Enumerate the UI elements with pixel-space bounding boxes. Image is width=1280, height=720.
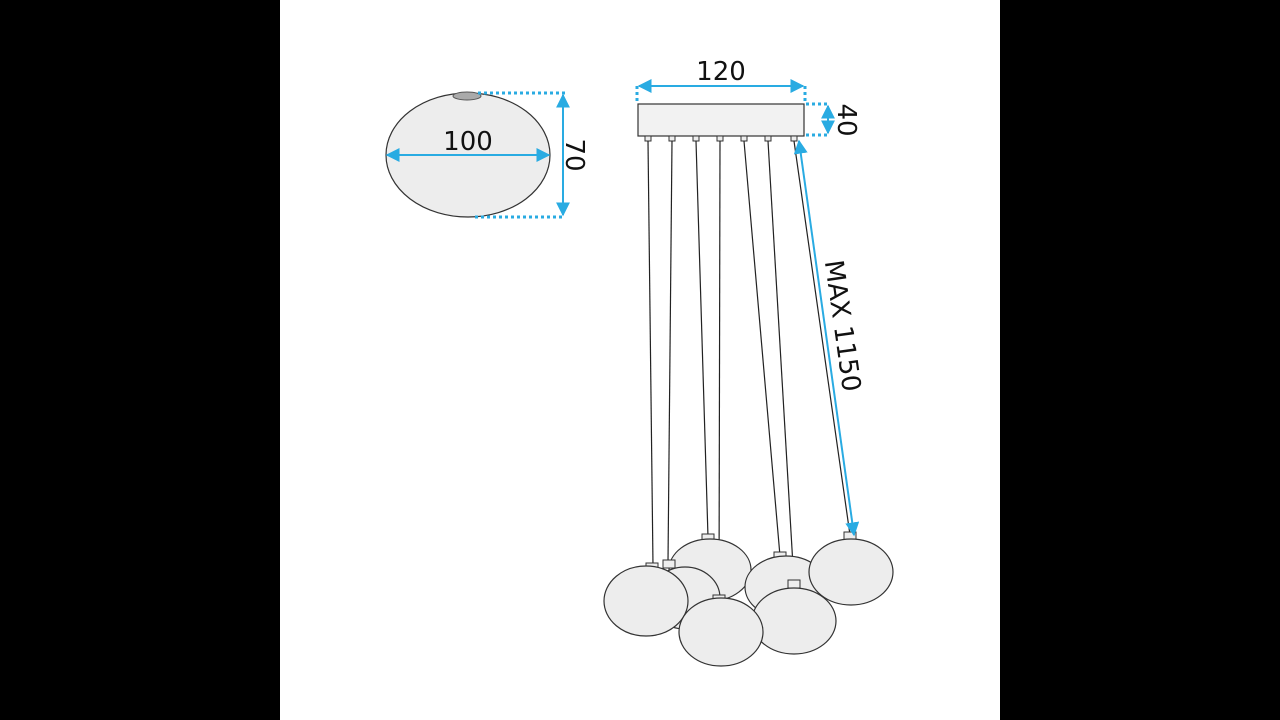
cables xyxy=(647,140,851,599)
globe-4 xyxy=(678,597,764,667)
globe-6 xyxy=(751,587,837,655)
cable-4 xyxy=(718,140,721,599)
cable-anchors xyxy=(644,135,798,142)
cable-3 xyxy=(695,140,709,538)
cable-2 xyxy=(667,140,673,563)
cable-1 xyxy=(647,140,654,567)
globes xyxy=(603,531,894,667)
globe-detail: 100 70 xyxy=(385,91,589,219)
canopy-height-label: 40 xyxy=(831,103,861,136)
cable-5 xyxy=(743,140,781,557)
canopy-width-label: 120 xyxy=(696,57,746,87)
globe-1 xyxy=(603,565,689,637)
globe-7 xyxy=(808,538,894,606)
canopy: 120 40 xyxy=(635,57,861,137)
cable-length-dimension: MAX 1150 xyxy=(793,139,866,537)
globe-width-label: 100 xyxy=(443,127,493,157)
cable-length-dimension-line xyxy=(793,139,860,537)
globe-height-label: 70 xyxy=(559,138,589,171)
canopy-plate xyxy=(637,103,805,137)
cable-6 xyxy=(767,140,795,584)
globe-opening xyxy=(452,91,482,101)
